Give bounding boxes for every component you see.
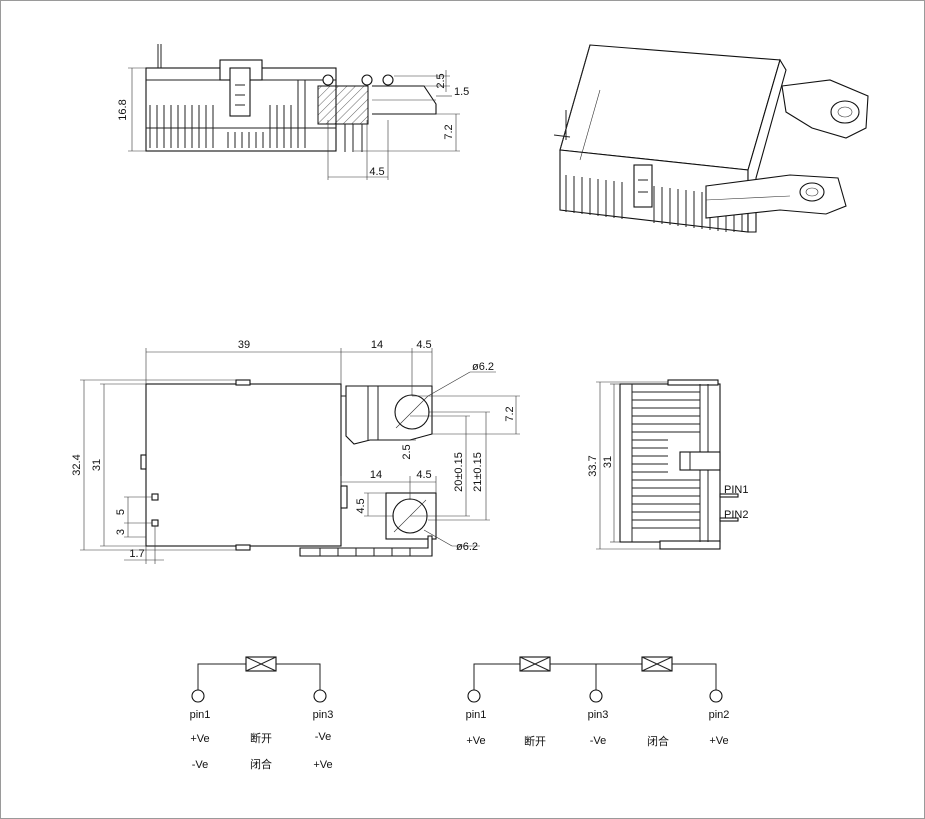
isometric-view [553, 44, 869, 233]
side-view: 16.8 2.5 1.5 7.2 4.5 [117, 44, 469, 180]
schematic2-b: -Ve [590, 735, 607, 747]
schematic-2: pin1 pin3 pin2 +Ve 断开 -Ve 闭合 +Ve [466, 656, 730, 748]
schematic2-state2: 闭合 [647, 734, 669, 748]
schematic-1: pin1 pin3 +Ve 断开 -Ve -Ve 闭合 +Ve [190, 656, 334, 771]
dim-top-pin-spacing-5: 5 [115, 509, 127, 515]
schematic1-row1-a: +Ve [190, 733, 209, 745]
schematic2-a: +Ve [466, 735, 485, 747]
dim-top-terminal-length: 14 [371, 339, 383, 351]
dim-top-terminal-offset: 4.5 [416, 339, 431, 351]
dim-top-hole-offset: 7.2 [504, 406, 516, 421]
schematic1-pin1-terminal [191, 689, 205, 703]
dim-top-pin-spacing-3: 3 [115, 529, 127, 535]
dim-top-slot: 2.5 [401, 444, 413, 459]
schematic2-pin3-terminal [589, 689, 603, 703]
dim-side-height: 16.8 [117, 99, 129, 120]
schematic1-row1-state: 断开 [250, 731, 272, 745]
end-pin2-label: PIN2 [724, 509, 748, 521]
schematic1-row2-a: -Ve [192, 759, 209, 771]
top-view: 39 14 4.5 ø6.2 7.2 2.5 20±0.15 21±0.15 1… [71, 339, 520, 564]
schematic1-row2-state: 闭合 [250, 757, 272, 771]
schematic1-row2-b: +Ve [313, 759, 332, 771]
schematic2-pin2-terminal [709, 689, 723, 703]
end-view: 33.7 31 PIN1 PIN2 [587, 379, 748, 550]
side-fins [149, 80, 306, 148]
schematic2-pin1-terminal [467, 689, 481, 703]
dim-top-terminal2-height: 4.5 [355, 498, 367, 513]
schematic1-pin3-terminal [313, 689, 327, 703]
dim-top-terminal2-length: 14 [370, 469, 382, 481]
dim-top-pin-offset: 1.7 [129, 548, 144, 560]
dim-side-tab-offset: 4.5 [369, 166, 384, 178]
schematic2-pin3-label: pin3 [588, 709, 609, 721]
schematic2-pin1-label: pin1 [466, 709, 487, 721]
dim-side-tab-height: 7.2 [443, 124, 455, 139]
top-body [145, 383, 342, 547]
dim-side-tab-top: 2.5 [435, 73, 447, 88]
dim-top-hole-dia: ø6.2 [472, 361, 494, 373]
schematic2-pin2-label: pin2 [709, 709, 730, 721]
dim-top-body-length: 39 [238, 339, 250, 351]
dim-side-tab-thick: 1.5 [454, 86, 469, 98]
end-pin1-label: PIN1 [724, 484, 748, 496]
schematic1-pin3-label: pin3 [313, 709, 334, 721]
dim-top-hole2-dia: ø6.2 [456, 541, 478, 553]
schematic1-row1-b: -Ve [315, 731, 332, 743]
end-fins [632, 391, 700, 529]
schematic2-state1: 断开 [524, 734, 546, 748]
schematic2-c: +Ve [709, 735, 728, 747]
dim-end-height-total: 33.7 [587, 455, 599, 476]
dim-top-terminal2-offset: 4.5 [416, 469, 431, 481]
dim-top-spacing-20: 20±0.15 [453, 452, 465, 492]
dim-top-height-body: 31 [91, 459, 103, 471]
dim-end-height-body: 31 [602, 456, 614, 468]
schematic1-pin1-label: pin1 [190, 709, 211, 721]
dim-top-height-total: 32.4 [71, 454, 83, 475]
dim-top-spacing-21: 21±0.15 [472, 452, 484, 492]
